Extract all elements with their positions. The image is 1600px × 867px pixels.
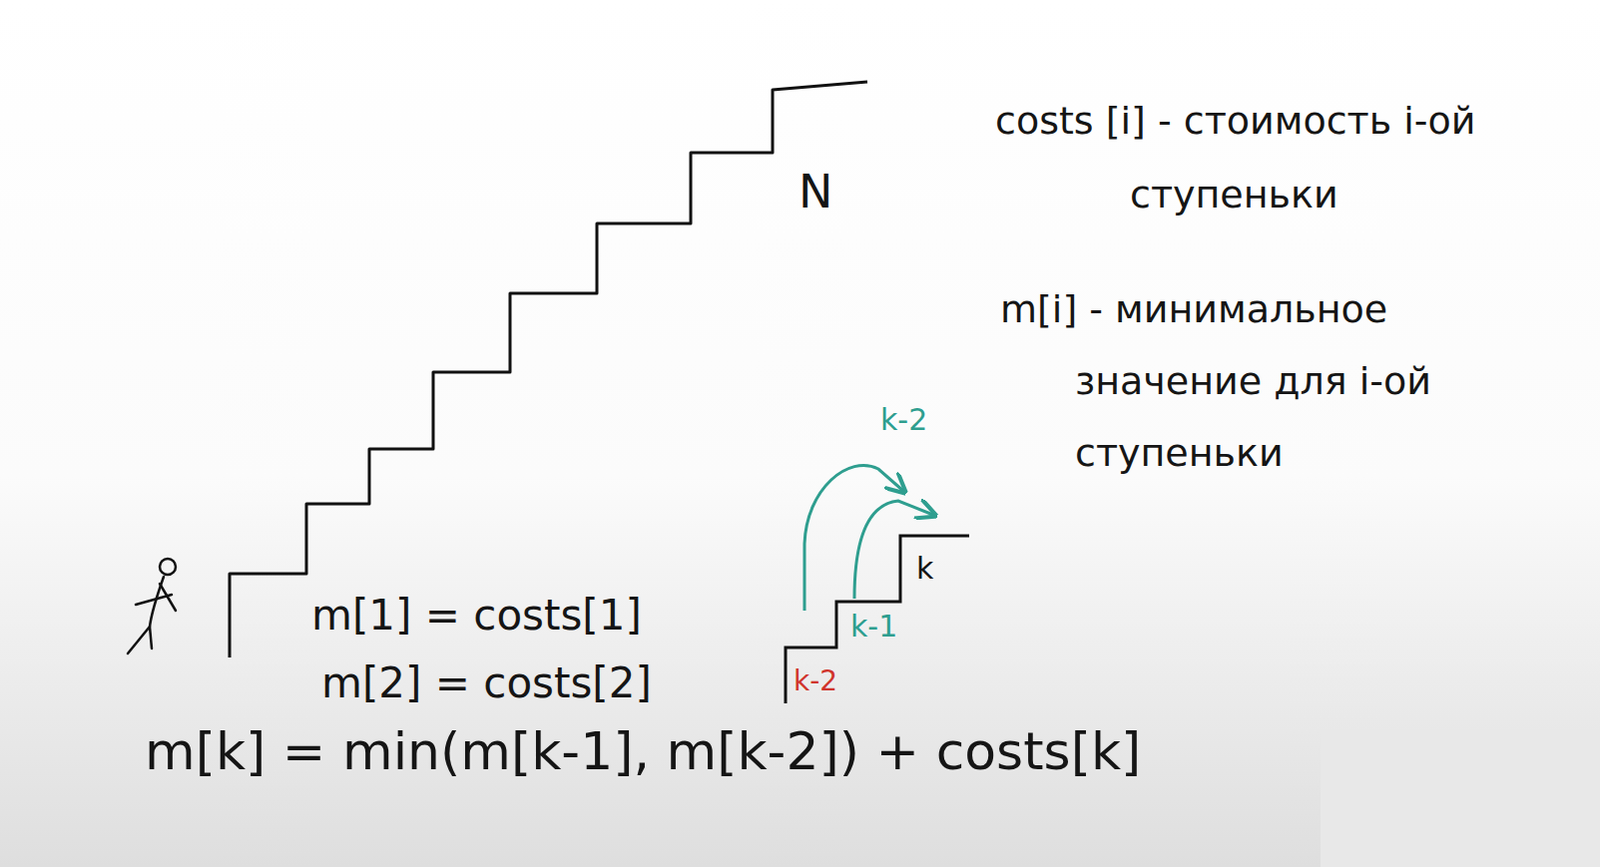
- small-staircase: [785, 535, 970, 704]
- grey-panel: [1320, 729, 1600, 867]
- figure-body: [149, 576, 164, 627]
- staircase: [229, 81, 868, 658]
- definition-text: m[i] - минимальное значение для i-ой сту…: [1000, 273, 1495, 490]
- jump-arrow: [854, 501, 934, 599]
- formula-text: m[2] = costs[2]: [321, 658, 652, 709]
- step-label: k-2: [880, 402, 928, 439]
- step-label: k: [916, 550, 934, 587]
- figure-head: [159, 558, 176, 575]
- stick-figure: [127, 558, 176, 654]
- formula-text: m[1] = costs[1]: [311, 590, 642, 641]
- figure-legs: [127, 626, 152, 654]
- figure-arms: [135, 583, 176, 611]
- formula-text: m[k] = min(m[k-1], m[k-2]) + costs[k]: [144, 720, 1141, 783]
- step-label: N: [798, 164, 833, 220]
- step-label: k-1: [850, 608, 898, 645]
- step-label: k-2: [793, 664, 838, 699]
- definition-text: costs [i] - стоимость i-ой ступеньки: [995, 83, 1530, 232]
